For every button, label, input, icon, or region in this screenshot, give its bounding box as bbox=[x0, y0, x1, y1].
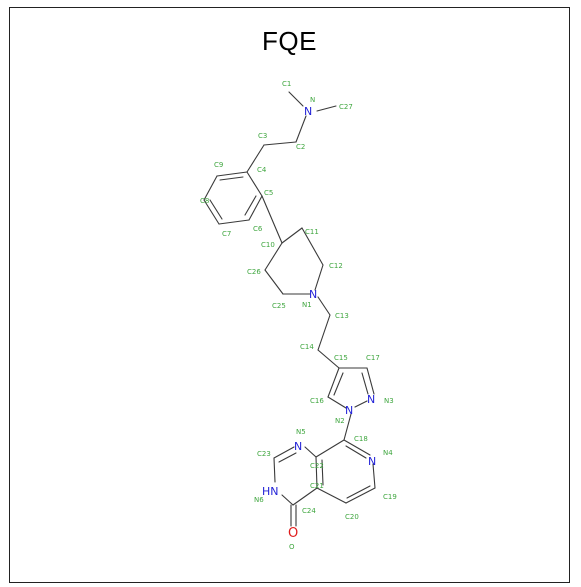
label-c21: C21 bbox=[310, 482, 324, 490]
label-c8: C8 bbox=[200, 197, 209, 205]
label-n3: N3 bbox=[384, 397, 394, 405]
figure-title: FQE bbox=[262, 26, 317, 56]
bond-n-c27 bbox=[316, 105, 337, 112]
label-c18: C18 bbox=[354, 435, 368, 443]
label-c1: C1 bbox=[282, 80, 291, 88]
bond-c7-c6 bbox=[218, 219, 250, 225]
atom-n2-pyrazole: N bbox=[345, 404, 353, 417]
bond-c14-c15 bbox=[317, 349, 340, 369]
label-c5: C5 bbox=[264, 189, 273, 197]
label-n1: N1 bbox=[302, 301, 312, 309]
atom-n1-piperidine: N bbox=[309, 288, 317, 301]
bond-c23-hn bbox=[273, 457, 276, 483]
bond-c19-c20 bbox=[345, 487, 376, 504]
bond-n2-c18 bbox=[343, 413, 352, 441]
bond-n-c2 bbox=[295, 115, 307, 143]
label-c4: C4 bbox=[257, 166, 267, 174]
bond-c16-c15-inner bbox=[333, 372, 344, 396]
bond-c9-c8 bbox=[203, 175, 218, 201]
figure-frame: FQE bbox=[9, 7, 570, 583]
atom-n3-pyrazole: N bbox=[367, 393, 375, 406]
atom-symbols: N N N N N N HN O bbox=[262, 105, 376, 541]
bond-n5-c23-inner bbox=[278, 452, 297, 463]
label-c2: C2 bbox=[296, 143, 305, 151]
bond-c8-c7 bbox=[203, 199, 220, 225]
bond-n1-c13 bbox=[317, 296, 331, 316]
bond-c16-c15 bbox=[327, 367, 340, 398]
bond-c10-c11 bbox=[281, 227, 303, 244]
atom-hn: HN bbox=[262, 485, 279, 498]
bond-c26-c10 bbox=[264, 242, 283, 271]
label-c19: C19 bbox=[383, 493, 397, 501]
label-c23: C23 bbox=[257, 450, 271, 458]
bond-c11-c12 bbox=[301, 227, 324, 266]
bond-c8-c7-inner bbox=[209, 199, 223, 220]
bond-n4-c19 bbox=[372, 463, 376, 489]
bond-n2-c16 bbox=[327, 396, 347, 409]
bond-c19-c20-inner bbox=[346, 485, 371, 499]
bond-c24-c21 bbox=[292, 487, 318, 506]
bond-c3-c4 bbox=[246, 144, 265, 173]
label-c14: C14 bbox=[300, 343, 314, 351]
label-c6: C6 bbox=[253, 225, 263, 233]
bond-c6-c5-inner bbox=[244, 195, 257, 216]
atom-n4-ring: N bbox=[368, 455, 376, 468]
label-c20: C20 bbox=[345, 513, 359, 521]
bond-c4-c9 bbox=[216, 171, 248, 177]
bond-c5-c4 bbox=[246, 171, 263, 197]
label-c25: C25 bbox=[272, 302, 286, 310]
label-n4: N4 bbox=[383, 449, 393, 457]
label-c24: C24 bbox=[302, 507, 316, 515]
bond-n5-c23 bbox=[273, 446, 295, 459]
bond-c18-c22 bbox=[315, 439, 345, 458]
atom-n5-ring: N bbox=[294, 440, 302, 453]
label-c11: C11 bbox=[305, 228, 319, 236]
bond-c21-c22-inner bbox=[321, 459, 324, 486]
label-o: O bbox=[289, 543, 295, 551]
bond-c12-n1 bbox=[314, 264, 324, 291]
bond-hn-c24 bbox=[281, 494, 294, 506]
label-c22: C22 bbox=[310, 462, 324, 470]
label-n: N bbox=[310, 96, 315, 104]
bond-c21-c22 bbox=[315, 456, 318, 489]
atom-n-dimethylamine: N bbox=[304, 105, 312, 118]
bond-c6-c10 bbox=[261, 195, 283, 244]
label-c26: C26 bbox=[247, 268, 261, 276]
label-c16: C16 bbox=[310, 397, 324, 405]
label-c7: C7 bbox=[222, 230, 231, 238]
label-c12: C12 bbox=[329, 262, 343, 270]
label-c9: C9 bbox=[214, 161, 223, 169]
bond-c17-n3 bbox=[366, 367, 375, 395]
bond-c22-n5 bbox=[304, 446, 317, 458]
bond-c13-c14 bbox=[317, 314, 331, 351]
label-c27: C27 bbox=[339, 103, 353, 111]
bond-c20-c21 bbox=[316, 487, 347, 504]
label-c3: C3 bbox=[258, 132, 267, 140]
bond-c18-n4 bbox=[343, 439, 371, 456]
bond-c1-n bbox=[288, 91, 304, 107]
bond-c6-c5 bbox=[248, 195, 263, 221]
atom-o-carbonyl: O bbox=[288, 526, 298, 541]
atom-index-labels: C1 N C27 C3 C2 C9 C4 C8 C5 C7 C6 C10 C11… bbox=[200, 80, 397, 551]
label-n2: N2 bbox=[335, 417, 345, 425]
bond-c17-n3-inner bbox=[361, 372, 369, 395]
bond-c18-n4-inner bbox=[345, 445, 367, 459]
bond-c25-c26 bbox=[264, 269, 284, 295]
label-n6: N6 bbox=[254, 496, 264, 504]
label-c17: C17 bbox=[366, 354, 380, 362]
bond-c2-c3 bbox=[263, 141, 297, 146]
label-c13: C13 bbox=[335, 312, 349, 320]
label-n5: N5 bbox=[296, 428, 306, 436]
label-c10: C10 bbox=[261, 241, 275, 249]
bond-c4-c9-inner bbox=[219, 176, 244, 181]
bonds bbox=[203, 91, 376, 527]
label-c15: C15 bbox=[334, 354, 348, 362]
bond-n3-n2 bbox=[354, 400, 368, 408]
